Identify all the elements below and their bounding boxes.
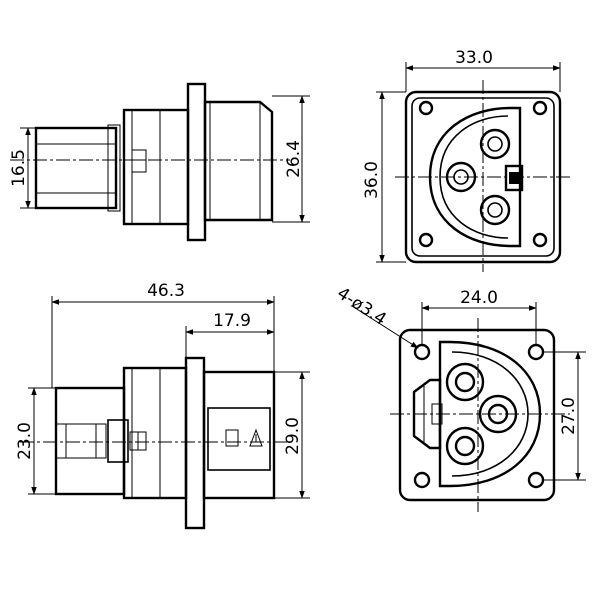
dim-bottom-left-23-0: 23.0 — [15, 422, 35, 460]
dim-bottom-left-17-9: 17.9 — [213, 311, 251, 331]
front-view-bottom: 24.0 27.0 4-ø3.4 — [333, 283, 586, 512]
dim-bottom-right-24-0: 24.0 — [460, 288, 498, 308]
dim-bottom-left-29-0: 29.0 — [283, 417, 303, 455]
dim-top-left-26-4: 26.4 — [284, 140, 304, 178]
dim-bottom-right-27-0: 27.0 — [559, 397, 579, 435]
front-view-top: 33.0 36.0 — [362, 48, 570, 272]
dim-bottom-right-holes: 4-ø3.4 — [333, 283, 390, 329]
side-view-bottom: 46.3 17.9 23.0 29.0 — [15, 281, 310, 530]
dim-top-left-16-5: 16.5 — [9, 149, 29, 187]
dim-top-right-36-0: 36.0 — [362, 161, 382, 199]
dim-bottom-left-46-3: 46.3 — [147, 281, 185, 301]
dim-top-right-33-0: 33.0 — [455, 48, 493, 68]
side-view-top: 16.5 26.4 — [9, 82, 310, 242]
